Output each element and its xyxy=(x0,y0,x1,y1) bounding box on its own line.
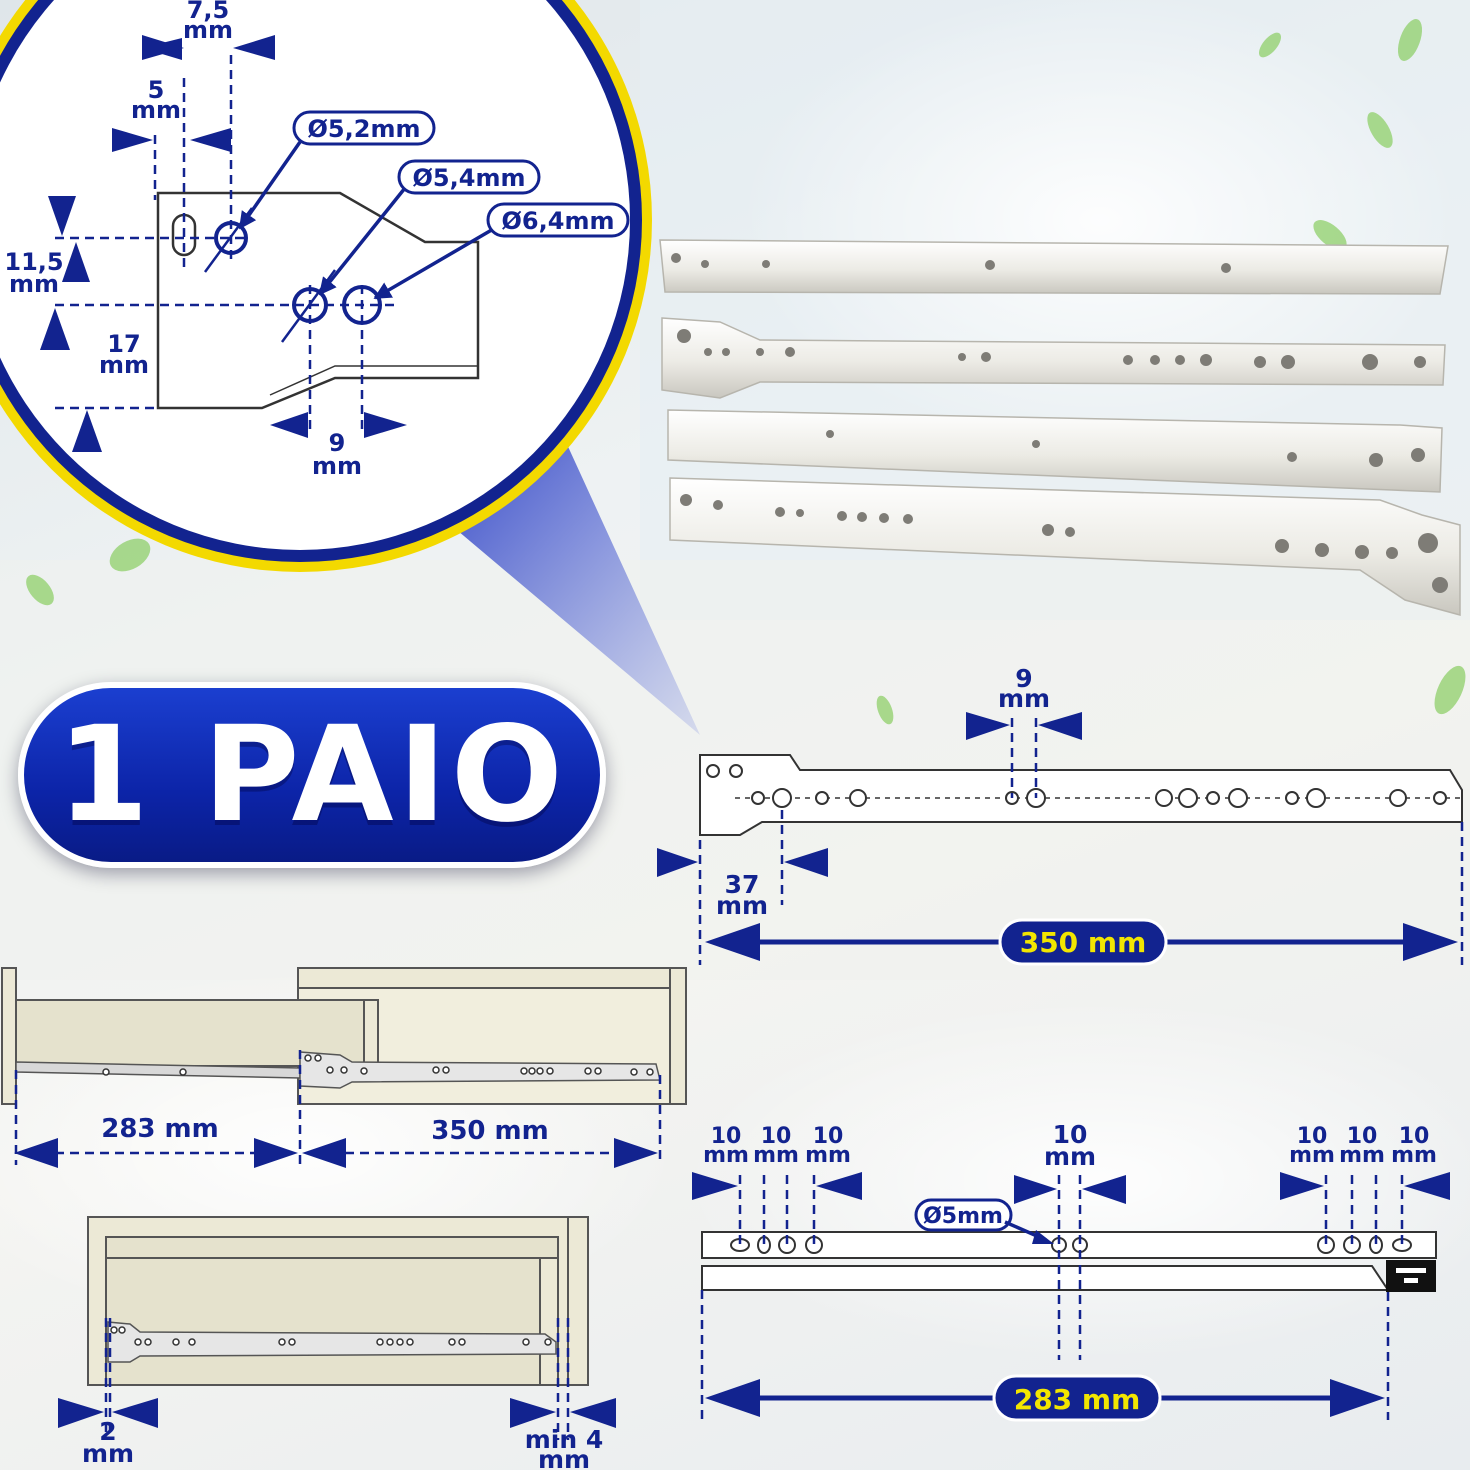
dim-5-unit: mm xyxy=(131,96,181,124)
spacing-right-2-unit: mm xyxy=(1339,1143,1385,1168)
hole-label-5-4: Ø5,4mm xyxy=(413,164,526,192)
dim-11-5-value: 11,5 xyxy=(4,248,63,276)
quantity-badge-text: 1 PAIO xyxy=(57,698,567,852)
rail-top-9-value: 9 xyxy=(1015,664,1032,693)
spacing-left-1-value: 10 xyxy=(711,1124,742,1149)
cabinet-front-right-unit: mm xyxy=(538,1445,590,1470)
dim-9-unit: mm xyxy=(312,452,362,480)
dim-11-5-unit: mm xyxy=(9,270,59,298)
spacing-middle-value: 10 xyxy=(1053,1120,1088,1149)
spacing-left-1-unit: mm xyxy=(703,1143,749,1168)
spacing-left-2-value: 10 xyxy=(761,1124,792,1149)
cabinet-front-left-unit: mm xyxy=(82,1439,134,1468)
spacing-right-3-unit: mm xyxy=(1391,1143,1437,1168)
spacing-middle-unit: mm xyxy=(1044,1142,1096,1171)
cabinet-side-left-length: 283 mm xyxy=(101,1114,219,1144)
quantity-badge: 1 PAIO xyxy=(18,682,606,868)
rail-bottom-hole-label: Ø5mm xyxy=(923,1204,1003,1229)
dim-7-5-unit: mm xyxy=(183,16,233,44)
rail-top-9-unit: mm xyxy=(998,684,1050,713)
leaf-decorations xyxy=(26,19,1466,725)
dim-17-unit: mm xyxy=(99,351,149,379)
spacing-left-3-unit: mm xyxy=(805,1143,851,1168)
dim-9-value: 9 xyxy=(329,429,346,457)
dim-5-value: 5 xyxy=(148,76,165,104)
spacing-left-2-unit: mm xyxy=(753,1143,799,1168)
rail-top-37-unit: mm xyxy=(716,891,768,920)
hole-label-6-4: Ø6,4mm xyxy=(502,207,615,235)
dim-7-5-value: 7,5 xyxy=(187,0,230,24)
dim-17-value: 17 xyxy=(107,330,140,358)
rail-top-length: 350 mm xyxy=(1020,926,1147,959)
cabinet-front-right-value: min 4 xyxy=(525,1425,604,1454)
zoom-cone xyxy=(445,440,700,735)
spacing-right-1-value: 10 xyxy=(1297,1124,1328,1149)
rail-top-37-value: 37 xyxy=(725,870,760,899)
spacing-right-1-unit: mm xyxy=(1289,1143,1335,1168)
spacing-right-2-value: 10 xyxy=(1347,1124,1378,1149)
cabinet-front-left-value: 2 xyxy=(99,1417,116,1446)
hole-label-5-2: Ø5,2mm xyxy=(308,115,421,143)
rail-bottom-length: 283 mm xyxy=(1014,1383,1141,1416)
hole-labels xyxy=(292,110,630,238)
cabinet-side-right-length: 350 mm xyxy=(431,1116,549,1146)
spacing-left-3-value: 10 xyxy=(813,1124,844,1149)
spacing-right-3-value: 10 xyxy=(1399,1124,1430,1149)
